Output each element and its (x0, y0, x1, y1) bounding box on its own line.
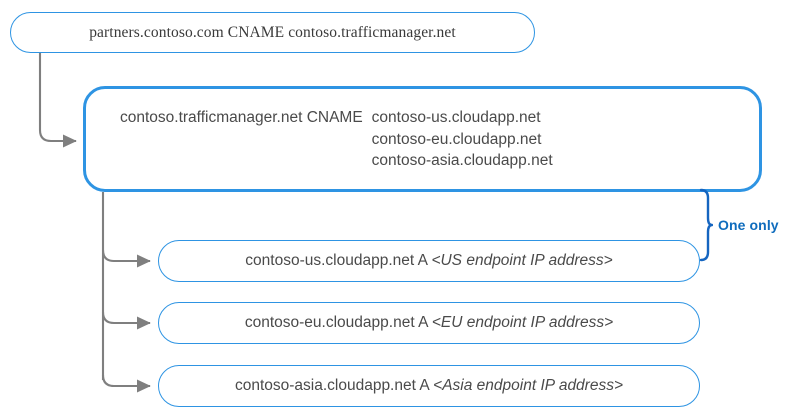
a-record-placeholder-eu: <EU endpoint IP address> (431, 314, 614, 331)
record-text-a-asia: contoso-asia.cloudapp.net A <Asia endpoi… (235, 377, 623, 395)
connector-branch-eu (101, 311, 151, 330)
cname-target-asia: contoso-asia.cloudapp.net (371, 152, 553, 169)
curly-brace-icon (699, 188, 713, 262)
main-record-source: contoso.trafficmanager.net CNAME (120, 109, 363, 126)
connector-top-to-main (38, 53, 77, 148)
record-text-a-us: contoso-us.cloudapp.net A <US endpoint I… (245, 252, 612, 270)
connector-branch-asia (101, 374, 151, 393)
a-record-name-asia: contoso-asia.cloudapp.net A (234, 377, 434, 394)
a-record-placeholder-us: <US endpoint IP address> (431, 252, 613, 269)
record-text-partners-cname: partners.contoso.com CNAME contoso.traff… (89, 23, 456, 41)
a-record-name-eu: contoso-eu.cloudapp.net A (244, 314, 432, 331)
main-record-target-list: contoso-us.cloudapp.net contoso-eu.cloud… (372, 107, 553, 172)
record-box-a-us: contoso-us.cloudapp.net A <US endpoint I… (158, 240, 700, 282)
connector-branch-us (101, 249, 151, 268)
record-box-trafficmanager-cname: contoso.trafficmanager.net CNAME contoso… (83, 86, 779, 262)
one-only-label: One only (718, 217, 779, 233)
record-box-partners-cname: partners.contoso.com CNAME contoso.traff… (10, 12, 535, 53)
record-box-a-eu: contoso-eu.cloudapp.net A <EU endpoint I… (158, 302, 700, 344)
a-record-placeholder-asia: <Asia endpoint IP address> (433, 377, 624, 394)
main-record-content: contoso.trafficmanager.net CNAME contoso… (120, 107, 553, 172)
cname-target-us: contoso-us.cloudapp.net (371, 109, 541, 126)
record-box-a-asia: contoso-asia.cloudapp.net A <Asia endpoi… (158, 365, 700, 407)
cname-target-eu: contoso-eu.cloudapp.net (371, 130, 542, 148)
record-text-a-eu: contoso-eu.cloudapp.net A <EU endpoint I… (245, 314, 613, 332)
one-only-annotation: One only (698, 188, 779, 262)
a-record-name-us: contoso-us.cloudapp.net A (245, 252, 432, 269)
